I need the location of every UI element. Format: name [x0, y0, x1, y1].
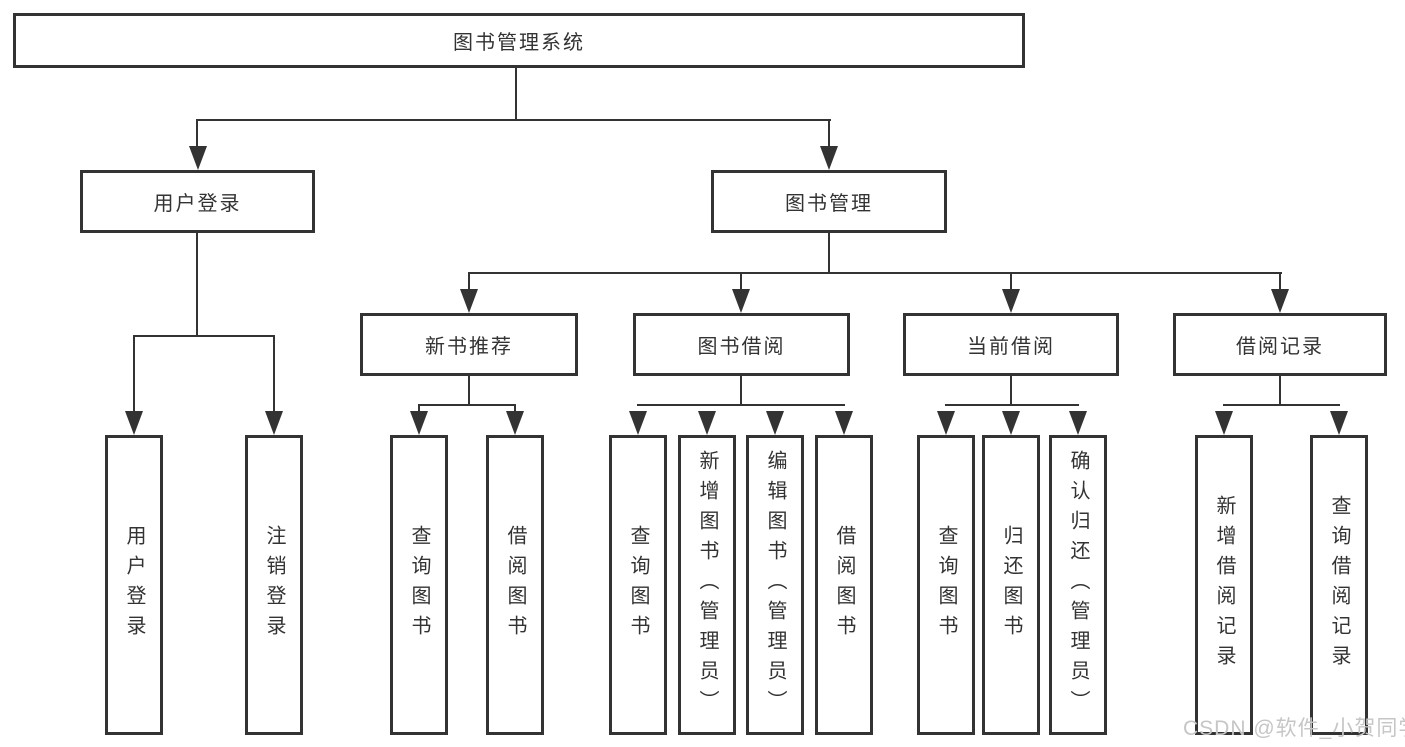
node-book-borrow: 图书借阅: [633, 313, 850, 376]
connector-stem: [514, 404, 516, 416]
arrow-down-icon: [1330, 411, 1348, 435]
leaf-borrow-book-recommend: 借阅图书: [486, 435, 544, 735]
connector-user-login-stem: [196, 233, 198, 335]
node-book-management-label: 图书管理: [785, 193, 873, 215]
connector-stem: [740, 376, 742, 404]
node-user-login: 用户登录: [80, 170, 315, 233]
node-borrow-record-label: 借阅记录: [1236, 336, 1324, 358]
leaf-borrow-book-label: 借阅图书: [833, 525, 855, 645]
node-borrow-record: 借阅记录: [1173, 313, 1387, 376]
leaf-return-book-label: 归还图书: [1000, 525, 1022, 645]
connector-stem: [273, 335, 275, 412]
arrow-down-icon: [766, 411, 784, 435]
node-book-borrow-label: 图书借阅: [697, 336, 786, 358]
arrow-down-icon: [125, 411, 143, 435]
node-new-book-recommend: 新书推荐: [360, 313, 578, 376]
arrow-down-icon: [820, 146, 838, 170]
arrow-down-icon: [698, 411, 716, 435]
connector-stem: [828, 119, 830, 148]
arrow-down-icon: [460, 289, 478, 313]
connector-stem: [418, 404, 420, 416]
leaf-add-borrow-record: 新增借阅记录: [1195, 435, 1253, 735]
csdn-watermark: CSDN @软件_小贺同学: [1183, 717, 1405, 740]
connector-stem: [1279, 376, 1281, 404]
connector-stem: [740, 272, 742, 291]
leaf-logout-label: 注销登录: [263, 525, 285, 645]
leaf-edit-book-admin: 编辑图书（管理员）: [746, 435, 804, 735]
leaf-add-borrow-record-label: 新增借阅记录: [1213, 495, 1235, 675]
node-root-label: 图书管理系统: [453, 32, 585, 54]
arrow-down-icon: [506, 411, 524, 435]
connector-rail: [418, 404, 516, 406]
node-current-borrow: 当前借阅: [903, 313, 1119, 376]
connector-root-rail: [197, 119, 831, 121]
leaf-query-book-recommend-label: 查询图书: [408, 525, 430, 645]
arrow-down-icon: [835, 411, 853, 435]
node-new-book-recommend-label: 新书推荐: [425, 336, 513, 358]
connector-book-mgmt-stem: [828, 233, 830, 272]
connector-root-stem: [515, 68, 517, 119]
arrow-down-icon: [1069, 411, 1087, 435]
leaf-add-book-admin: 新增图书（管理员）: [678, 435, 736, 735]
leaf-logout: 注销登录: [245, 435, 303, 735]
leaf-user-login: 用户登录: [105, 435, 163, 735]
node-root: 图书管理系统: [13, 13, 1025, 68]
arrow-down-icon: [1002, 289, 1020, 313]
connector-stem: [196, 119, 198, 148]
arrow-down-icon: [265, 411, 283, 435]
leaf-query-book-borrow-label: 查询图书: [627, 525, 649, 645]
leaf-query-book-borrow: 查询图书: [609, 435, 667, 735]
leaf-query-book-current-label: 查询图书: [935, 525, 957, 645]
connector-rail: [945, 404, 1079, 406]
connector-stem: [1010, 272, 1012, 291]
leaf-confirm-return-admin: 确认归还（管理员）: [1049, 435, 1107, 735]
leaf-borrow-book-recommend-label: 借阅图书: [504, 525, 526, 645]
connector-stem: [468, 272, 470, 291]
node-current-borrow-label: 当前借阅: [967, 336, 1055, 358]
node-user-login-label: 用户登录: [153, 193, 242, 215]
connector-rail: [1223, 404, 1340, 406]
connector-book-mgmt-rail: [468, 272, 1282, 274]
arrow-down-icon: [937, 411, 955, 435]
leaf-confirm-return-admin-label: 确认归还（管理员）: [1067, 450, 1089, 720]
arrow-down-icon: [1271, 289, 1289, 313]
leaf-query-book-recommend: 查询图书: [390, 435, 448, 735]
connector-stem: [1010, 376, 1012, 404]
connector-stem: [1279, 272, 1281, 291]
leaf-query-book-current: 查询图书: [917, 435, 975, 735]
leaf-edit-book-admin-label: 编辑图书（管理员）: [764, 450, 786, 720]
arrow-down-icon: [732, 289, 750, 313]
leaf-return-book: 归还图书: [982, 435, 1040, 735]
leaf-user-login-label: 用户登录: [123, 525, 145, 645]
connector-rail: [637, 404, 845, 406]
leaf-query-borrow-record-label: 查询借阅记录: [1328, 495, 1350, 675]
arrow-down-icon: [410, 411, 428, 435]
connector-user-login-rail: [133, 335, 275, 337]
arrow-down-icon: [189, 146, 207, 170]
connector-stem: [468, 376, 470, 404]
arrow-down-icon: [629, 411, 647, 435]
leaf-borrow-book: 借阅图书: [815, 435, 873, 735]
leaf-add-book-admin-label: 新增图书（管理员）: [696, 450, 718, 720]
leaf-query-borrow-record: 查询借阅记录: [1310, 435, 1368, 735]
connector-stem: [133, 335, 135, 412]
arrow-down-icon: [1215, 411, 1233, 435]
arrow-down-icon: [1002, 411, 1020, 435]
node-book-management: 图书管理: [711, 170, 947, 233]
